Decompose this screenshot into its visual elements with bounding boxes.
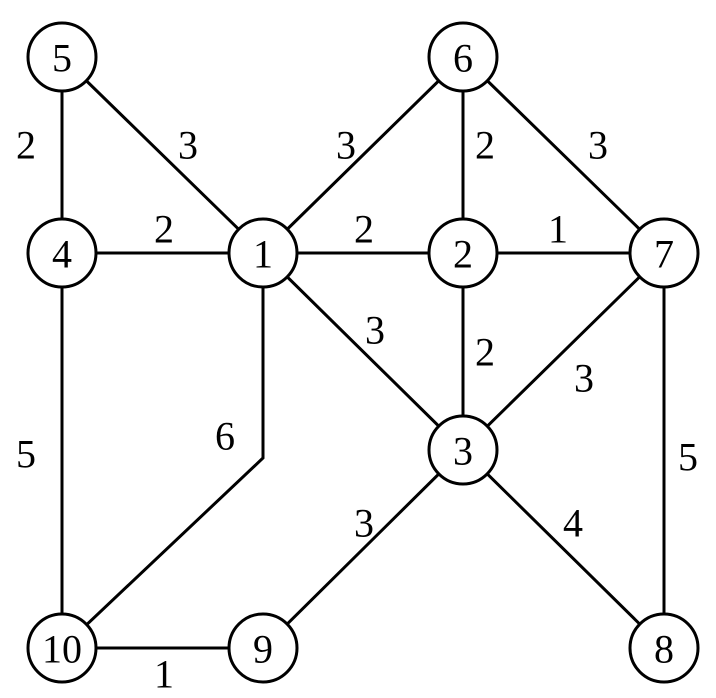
edge-6-7 <box>461 55 666 255</box>
graph-node-4: 4 <box>26 217 98 289</box>
edge-weights-group: 2 3 2 5 3 2 3 6 2 3 1 2 3 5 3 4 1 <box>16 123 698 697</box>
node-circle <box>628 612 700 684</box>
edges-group <box>60 55 666 650</box>
edge-weight-2-7: 1 <box>548 207 568 252</box>
graph-node-10: 10 <box>26 612 98 684</box>
edge-weight-6-7: 3 <box>588 123 608 168</box>
edge-weight-6-2: 2 <box>475 123 495 168</box>
graph-node-7: 7 <box>628 217 700 289</box>
node-circle <box>427 217 499 289</box>
edge-3-8 <box>461 448 666 650</box>
edge-weight-1-10: 6 <box>215 414 235 459</box>
graph-node-1: 1 <box>227 217 299 289</box>
node-label: 2 <box>453 232 473 277</box>
node-label: 6 <box>453 36 473 81</box>
node-circle <box>227 612 299 684</box>
edge-weight-10-9: 1 <box>154 652 174 697</box>
node-label: 1 <box>253 232 273 277</box>
node-circle <box>26 217 98 289</box>
edge-weight-5-4: 2 <box>16 123 36 168</box>
edge-1-10 <box>60 253 265 650</box>
node-label: 5 <box>52 36 72 81</box>
edge-weight-1-2: 2 <box>354 207 374 252</box>
edge-weight-2-3: 2 <box>475 330 495 375</box>
graph-node-6: 6 <box>427 21 499 93</box>
edge-7-3 <box>461 251 666 452</box>
node-label: 3 <box>453 429 473 474</box>
edge-weight-7-3: 3 <box>574 356 594 401</box>
node-label: 8 <box>654 627 674 672</box>
edge-1-3 <box>261 251 465 452</box>
graph-node-3: 3 <box>427 414 499 486</box>
node-label: 4 <box>52 232 72 277</box>
edge-weight-3-9: 3 <box>354 501 374 546</box>
edge-5-1 <box>60 55 265 255</box>
edge-weight-1-6: 3 <box>336 123 356 168</box>
node-label: 7 <box>654 232 674 277</box>
graph-node-8: 8 <box>628 612 700 684</box>
edge-weight-1-3: 3 <box>365 308 385 353</box>
edge-weight-4-1: 2 <box>154 207 174 252</box>
edge-weight-4-10: 5 <box>16 432 36 477</box>
node-circle <box>427 414 499 486</box>
edge-weight-5-1: 3 <box>178 123 198 168</box>
edge-weight-7-8: 5 <box>678 435 698 480</box>
edge-3-9 <box>261 448 465 650</box>
node-circle <box>26 612 98 684</box>
nodes-group: 1 2 3 4 5 6 7 8 <box>26 21 700 684</box>
node-circle <box>26 21 98 93</box>
node-label: 10 <box>42 627 82 672</box>
graph-node-9: 9 <box>227 612 299 684</box>
node-circle <box>427 21 499 93</box>
edge-weight-3-8: 4 <box>563 501 583 546</box>
graph-node-2: 2 <box>427 217 499 289</box>
node-circle <box>227 217 299 289</box>
node-circle <box>628 217 700 289</box>
node-label: 9 <box>253 627 273 672</box>
edge-1-6 <box>261 55 465 255</box>
graph-node-5: 5 <box>26 21 98 93</box>
